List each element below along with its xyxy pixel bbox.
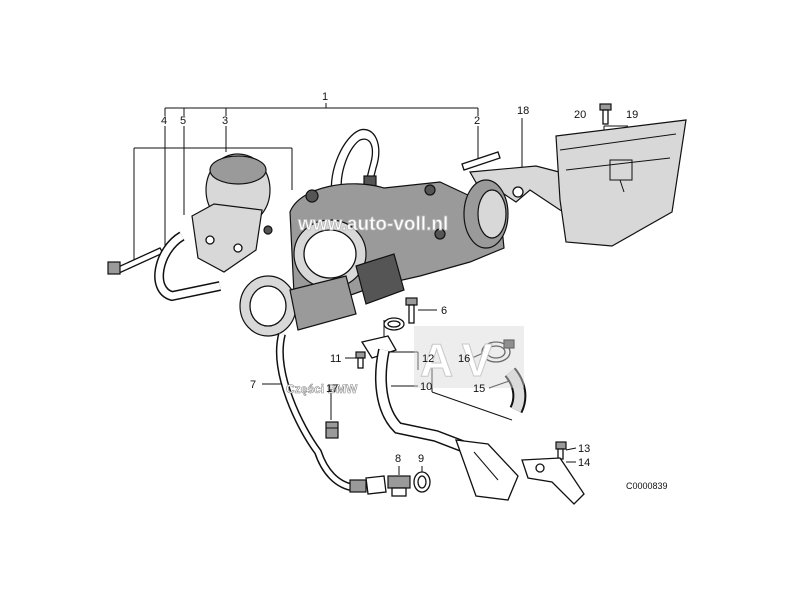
turbocharger-part-1 bbox=[239, 179, 509, 337]
seal-part-9 bbox=[413, 471, 431, 493]
wastegate-canister-part-3 bbox=[191, 153, 271, 273]
callout-11: 11 bbox=[330, 353, 341, 365]
callout-3: 3 bbox=[222, 115, 228, 127]
oil-return-pipe-part-10 bbox=[360, 335, 519, 501]
callout-18: 18 bbox=[517, 105, 529, 117]
callout-labels: 1 2 3 4 5 6 7 8 9 10 11 12 13 14 15 16 1… bbox=[161, 91, 638, 469]
watermark-site-text: www.auto-voll.nl bbox=[297, 214, 448, 235]
callout-7: 7 bbox=[250, 379, 256, 391]
callout-5: 5 bbox=[180, 115, 186, 127]
callout-13: 13 bbox=[578, 443, 590, 455]
hose-part-15 bbox=[504, 367, 527, 414]
watermark-logo-letters: AV bbox=[420, 334, 505, 386]
banjo-bolt-part-6 bbox=[405, 297, 418, 324]
bracket-part-14 bbox=[521, 457, 585, 505]
callout-20: 20 bbox=[574, 109, 586, 121]
bolt-part-13 bbox=[555, 441, 567, 460]
watermark-logo-box bbox=[414, 326, 524, 388]
hose-clamp-part-16 bbox=[481, 339, 515, 363]
callout-15: 15 bbox=[473, 383, 485, 395]
watermark-parts-text: Części BMW bbox=[286, 382, 358, 396]
callout-4: 4 bbox=[161, 115, 167, 127]
callout-6: 6 bbox=[441, 305, 447, 317]
screw-part-20 bbox=[599, 103, 612, 125]
callout-2: 2 bbox=[474, 115, 480, 127]
bolt-part-11 bbox=[355, 351, 366, 369]
leader-lines bbox=[133, 103, 628, 475]
vacuum-hose-part-5 bbox=[154, 231, 222, 302]
callout-16: 16 bbox=[458, 353, 470, 365]
oil-feed-pipe-part-7 bbox=[275, 332, 387, 495]
watermark: www.auto-voll.nl AV Części BMW bbox=[286, 214, 524, 396]
clip-part-17 bbox=[325, 421, 339, 439]
callout-8: 8 bbox=[395, 453, 401, 465]
stud-part-2 bbox=[461, 151, 501, 171]
callout-19: 19 bbox=[626, 109, 638, 121]
callout-1: 1 bbox=[322, 91, 328, 103]
callout-9: 9 bbox=[418, 453, 424, 465]
seal-ring-part-12 bbox=[383, 317, 405, 331]
diagram-code: C0000839 bbox=[626, 481, 668, 491]
heat-shield-part-19 bbox=[555, 119, 687, 247]
callout-14: 14 bbox=[578, 457, 590, 469]
callout-10: 10 bbox=[420, 381, 432, 393]
fitting-part-8 bbox=[387, 475, 411, 497]
callout-12: 12 bbox=[422, 353, 434, 365]
callout-17: 17 bbox=[326, 383, 338, 395]
